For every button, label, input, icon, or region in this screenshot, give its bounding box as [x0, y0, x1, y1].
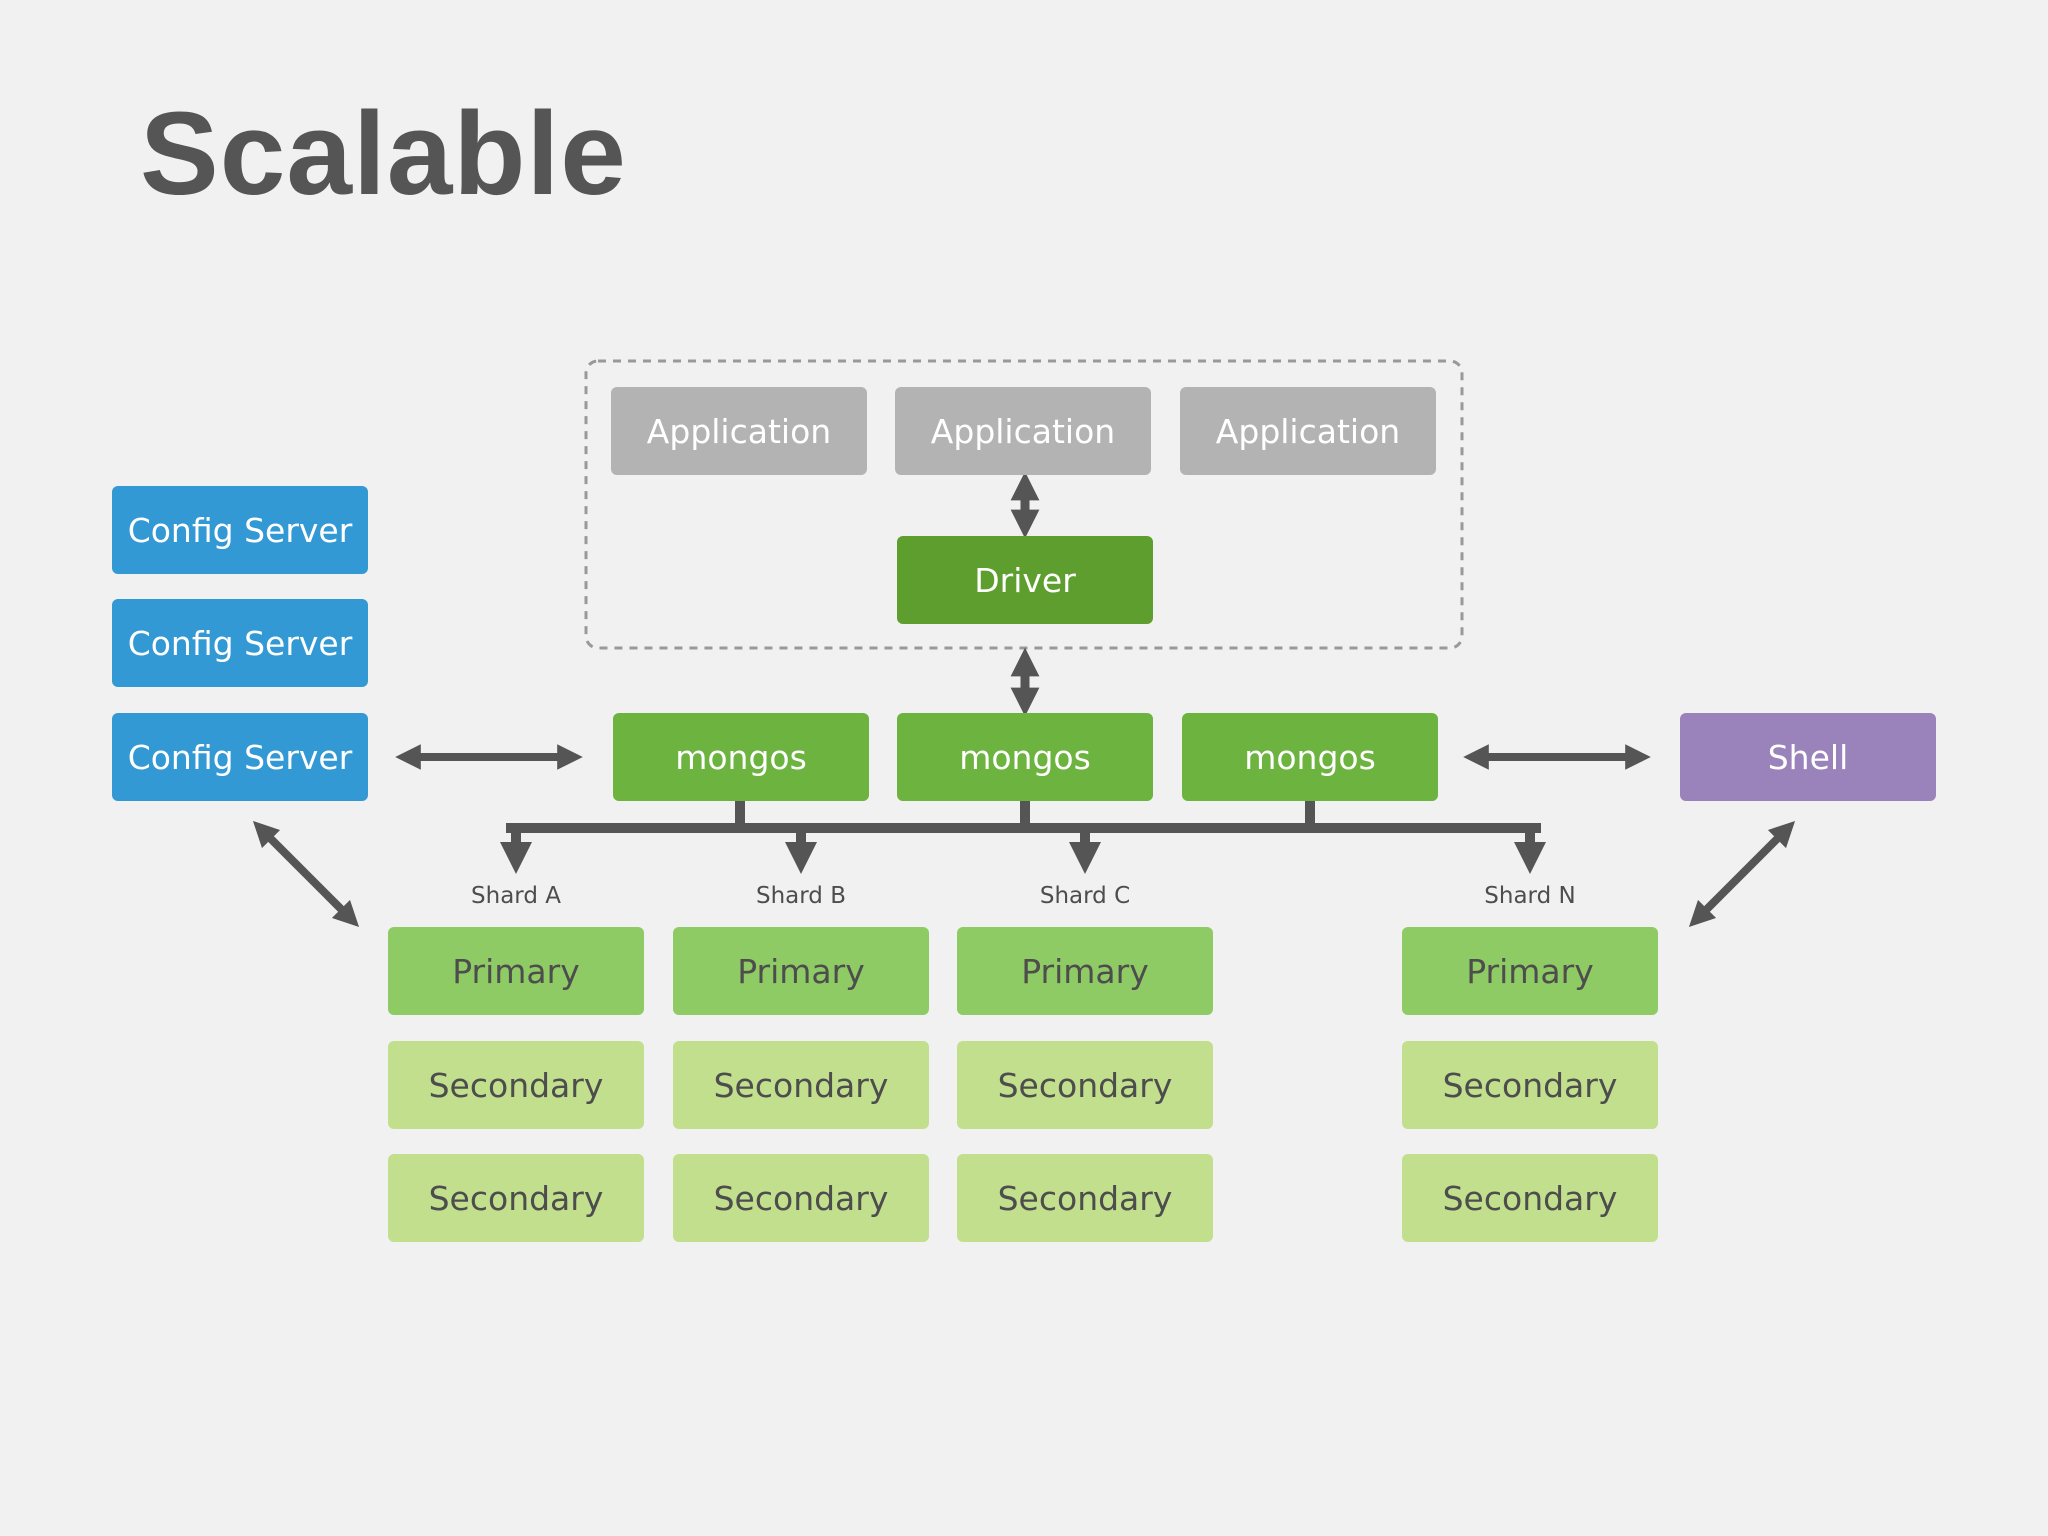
- mongos-box: mongos: [613, 713, 869, 801]
- secondary-box: Secondary: [1402, 1041, 1658, 1129]
- config-server-box: Config Server: [112, 486, 368, 574]
- shell-shard-arrow: [1688, 820, 1796, 928]
- primary-box: Primary: [1402, 927, 1658, 1015]
- application-box: Application: [895, 387, 1151, 475]
- mongos-box: mongos: [1182, 713, 1438, 801]
- secondary-box: Secondary: [1402, 1154, 1658, 1242]
- shell-box: Shell: [1680, 713, 1936, 801]
- config-server-box: Config Server: [112, 599, 368, 687]
- mongos-box: mongos: [897, 713, 1153, 801]
- primary-box: Primary: [388, 927, 644, 1015]
- shard-label: Shard B: [755, 883, 846, 909]
- secondary-box: Secondary: [957, 1041, 1213, 1129]
- shard-label: Shard N: [1484, 883, 1576, 909]
- secondary-box: Secondary: [673, 1041, 929, 1129]
- config-server-box: Config Server: [112, 713, 368, 801]
- config-shard-arrow: [252, 820, 360, 928]
- secondary-box: Secondary: [388, 1041, 644, 1129]
- shard-label: Shard A: [471, 883, 561, 909]
- shard-label: Shard C: [1039, 883, 1131, 909]
- page-title: Scalable: [140, 88, 627, 220]
- secondary-box: Secondary: [957, 1154, 1213, 1242]
- driver-box: Driver: [897, 536, 1153, 624]
- primary-box: Primary: [957, 927, 1213, 1015]
- application-box: Application: [611, 387, 867, 475]
- primary-box: Primary: [673, 927, 929, 1015]
- application-box: Application: [1180, 387, 1436, 475]
- secondary-box: Secondary: [673, 1154, 929, 1242]
- secondary-box: Secondary: [388, 1154, 644, 1242]
